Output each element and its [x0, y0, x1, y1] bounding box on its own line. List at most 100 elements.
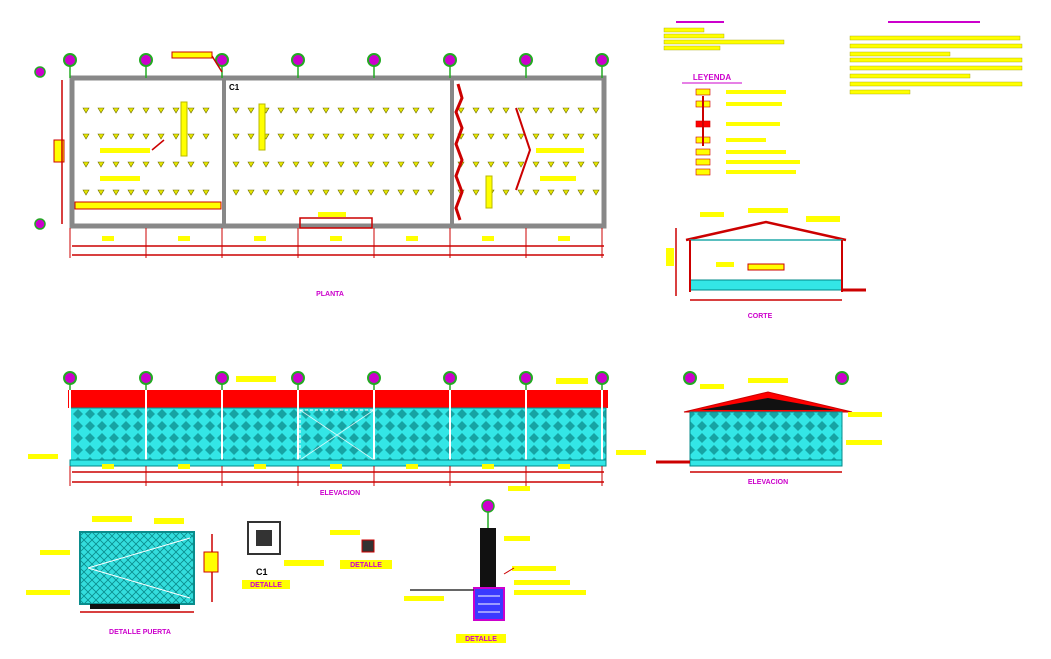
legend-symbol: [695, 148, 711, 156]
note-line: [849, 43, 1023, 49]
tree-symbol: [202, 161, 210, 168]
column-c2-title: DETALLE: [350, 562, 382, 569]
tree-symbol: [112, 107, 120, 114]
plan-note-tag-4: [540, 176, 576, 181]
tree-symbol: [487, 133, 495, 140]
note-line: [849, 81, 1023, 87]
tree-symbol: [82, 107, 90, 114]
elevation-roof-band: [68, 390, 608, 408]
tree-symbol: [502, 133, 510, 140]
column-c1-outline: [247, 521, 281, 555]
door-tag-1: [92, 516, 132, 522]
dim-value-tag: [558, 236, 570, 241]
dim-value-tag: [178, 236, 190, 241]
elevation-wall-panel: [69, 407, 607, 463]
tree-symbol: [412, 107, 420, 114]
post-shaft: [480, 528, 496, 588]
side-elev-tag-2: [848, 412, 882, 417]
tree-symbol: [532, 189, 540, 196]
side-elev-base: [689, 459, 843, 467]
tree-symbol: [547, 107, 555, 114]
plan-yellow-bar-1: [180, 101, 188, 157]
tree-symbol: [502, 189, 510, 196]
tree-symbol: [562, 133, 570, 140]
tree-symbol: [577, 133, 585, 140]
tree-symbol: [97, 133, 105, 140]
column-c1-title: DETALLE: [250, 582, 282, 589]
tree-symbol: [307, 107, 315, 114]
tree-symbol: [142, 107, 150, 114]
legend-text-line: [726, 102, 782, 106]
column-c2-box: [361, 539, 375, 553]
tree-symbol: [502, 107, 510, 114]
footing-detail: DETALLE: [404, 499, 586, 643]
tree-symbol: [472, 107, 480, 114]
footing-tag-3: [514, 580, 570, 585]
plan-note-tag-3: [536, 148, 584, 153]
plan-door-marker: [299, 217, 373, 229]
section-tag-2: [748, 208, 788, 213]
tree-symbol: [427, 107, 435, 114]
tree-symbol: [412, 161, 420, 168]
tree-symbol: [112, 161, 120, 168]
tree-symbol: [427, 133, 435, 140]
elev-axis-bubble: [443, 371, 457, 385]
tree-symbol: [547, 133, 555, 140]
elevation-tag-1: [236, 376, 276, 382]
tree-symbol: [337, 107, 345, 114]
plan-axis-bubble: [519, 53, 533, 67]
tree-symbol: [157, 107, 165, 114]
note-line: [663, 45, 721, 51]
dim-value-tag: [254, 236, 266, 241]
tree-symbol: [292, 189, 300, 196]
post-axis-bubble: [481, 499, 495, 513]
plan-outer-wall: [69, 75, 607, 229]
tree-symbol: [247, 161, 255, 168]
legend-text-line: [726, 138, 766, 142]
column-c2-tag: [330, 530, 360, 535]
tree-symbol: [397, 107, 405, 114]
plan-axis-bubble: [63, 53, 77, 67]
column-c1-tag: [284, 560, 324, 566]
legend-symbol: [695, 88, 711, 96]
note-line: [663, 27, 705, 33]
door-tag-3: [40, 550, 70, 555]
column-c2-title-bg: [340, 560, 392, 569]
tree-symbol: [532, 133, 540, 140]
door-opening-lines: [87, 537, 191, 599]
plan-axis-bubbles: [34, 53, 609, 230]
elevation-tag-2: [556, 378, 588, 384]
footing-tag-5: [404, 596, 444, 601]
plan-tag-code: C1: [229, 83, 240, 92]
elev-dim-value-tag: [178, 464, 190, 469]
tree-symbol: [187, 133, 195, 140]
column-c1-core: [256, 530, 272, 546]
column-detail-c1: C1 DETALLE: [242, 521, 324, 589]
tree-symbol: [127, 161, 135, 168]
legend-text-line: [726, 90, 786, 94]
tree-symbol: [397, 133, 405, 140]
tree-symbol: [532, 107, 540, 114]
tree-symbol: [577, 161, 585, 168]
tree-symbol: [592, 189, 600, 196]
tree-symbol: [172, 161, 180, 168]
plan-tag-1: [171, 51, 213, 59]
side-elev-axis-bubble: [683, 371, 697, 385]
plan-tag-2: [318, 212, 346, 217]
tree-symbol: [187, 161, 195, 168]
tree-symbol: [292, 107, 300, 114]
tree-symbol: [112, 133, 120, 140]
elevation-dim-ticks: [69, 464, 603, 486]
side-elev-wall: [689, 411, 843, 463]
tree-symbol: [262, 161, 270, 168]
tree-symbol: [322, 133, 330, 140]
tree-symbol: [502, 161, 510, 168]
tree-symbol: [127, 133, 135, 140]
tree-symbol: [367, 133, 375, 140]
tree-symbol: [277, 161, 285, 168]
tree-symbol: [367, 189, 375, 196]
tree-symbol: [382, 133, 390, 140]
section-tag-1: [806, 216, 840, 222]
